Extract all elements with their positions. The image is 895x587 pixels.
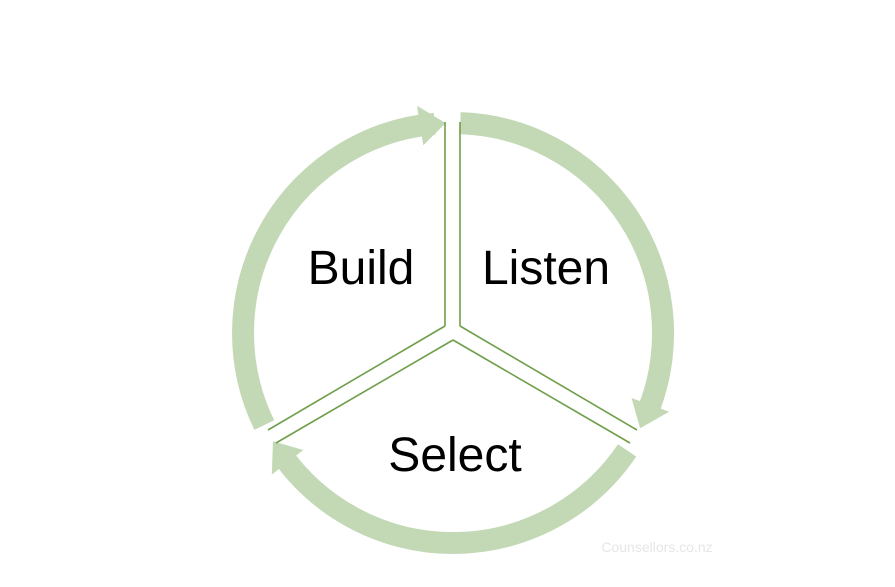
arrowhead-top: [417, 105, 446, 146]
arc-arrow-right: [459, 112, 675, 420]
arc-arrow-top: [232, 112, 436, 430]
arrowhead-right: [631, 398, 670, 429]
arrowhead-bottom-left: [271, 441, 304, 475]
divider-left-line: [275, 339, 454, 444]
arc-arrow-bottom: [271, 444, 637, 554]
cycle-ring: [232, 105, 675, 554]
divider-left-line: [267, 325, 446, 431]
watermark-text: Counsellors.co.nz: [601, 539, 712, 555]
segment-label-listen: Listen: [482, 242, 610, 295]
segment-dividers: [267, 122, 638, 444]
divider-right-line: [452, 339, 631, 444]
segment-label-select: Select: [388, 429, 521, 482]
divider-right-line: [459, 325, 638, 431]
segment-label-build: Build: [308, 242, 415, 295]
